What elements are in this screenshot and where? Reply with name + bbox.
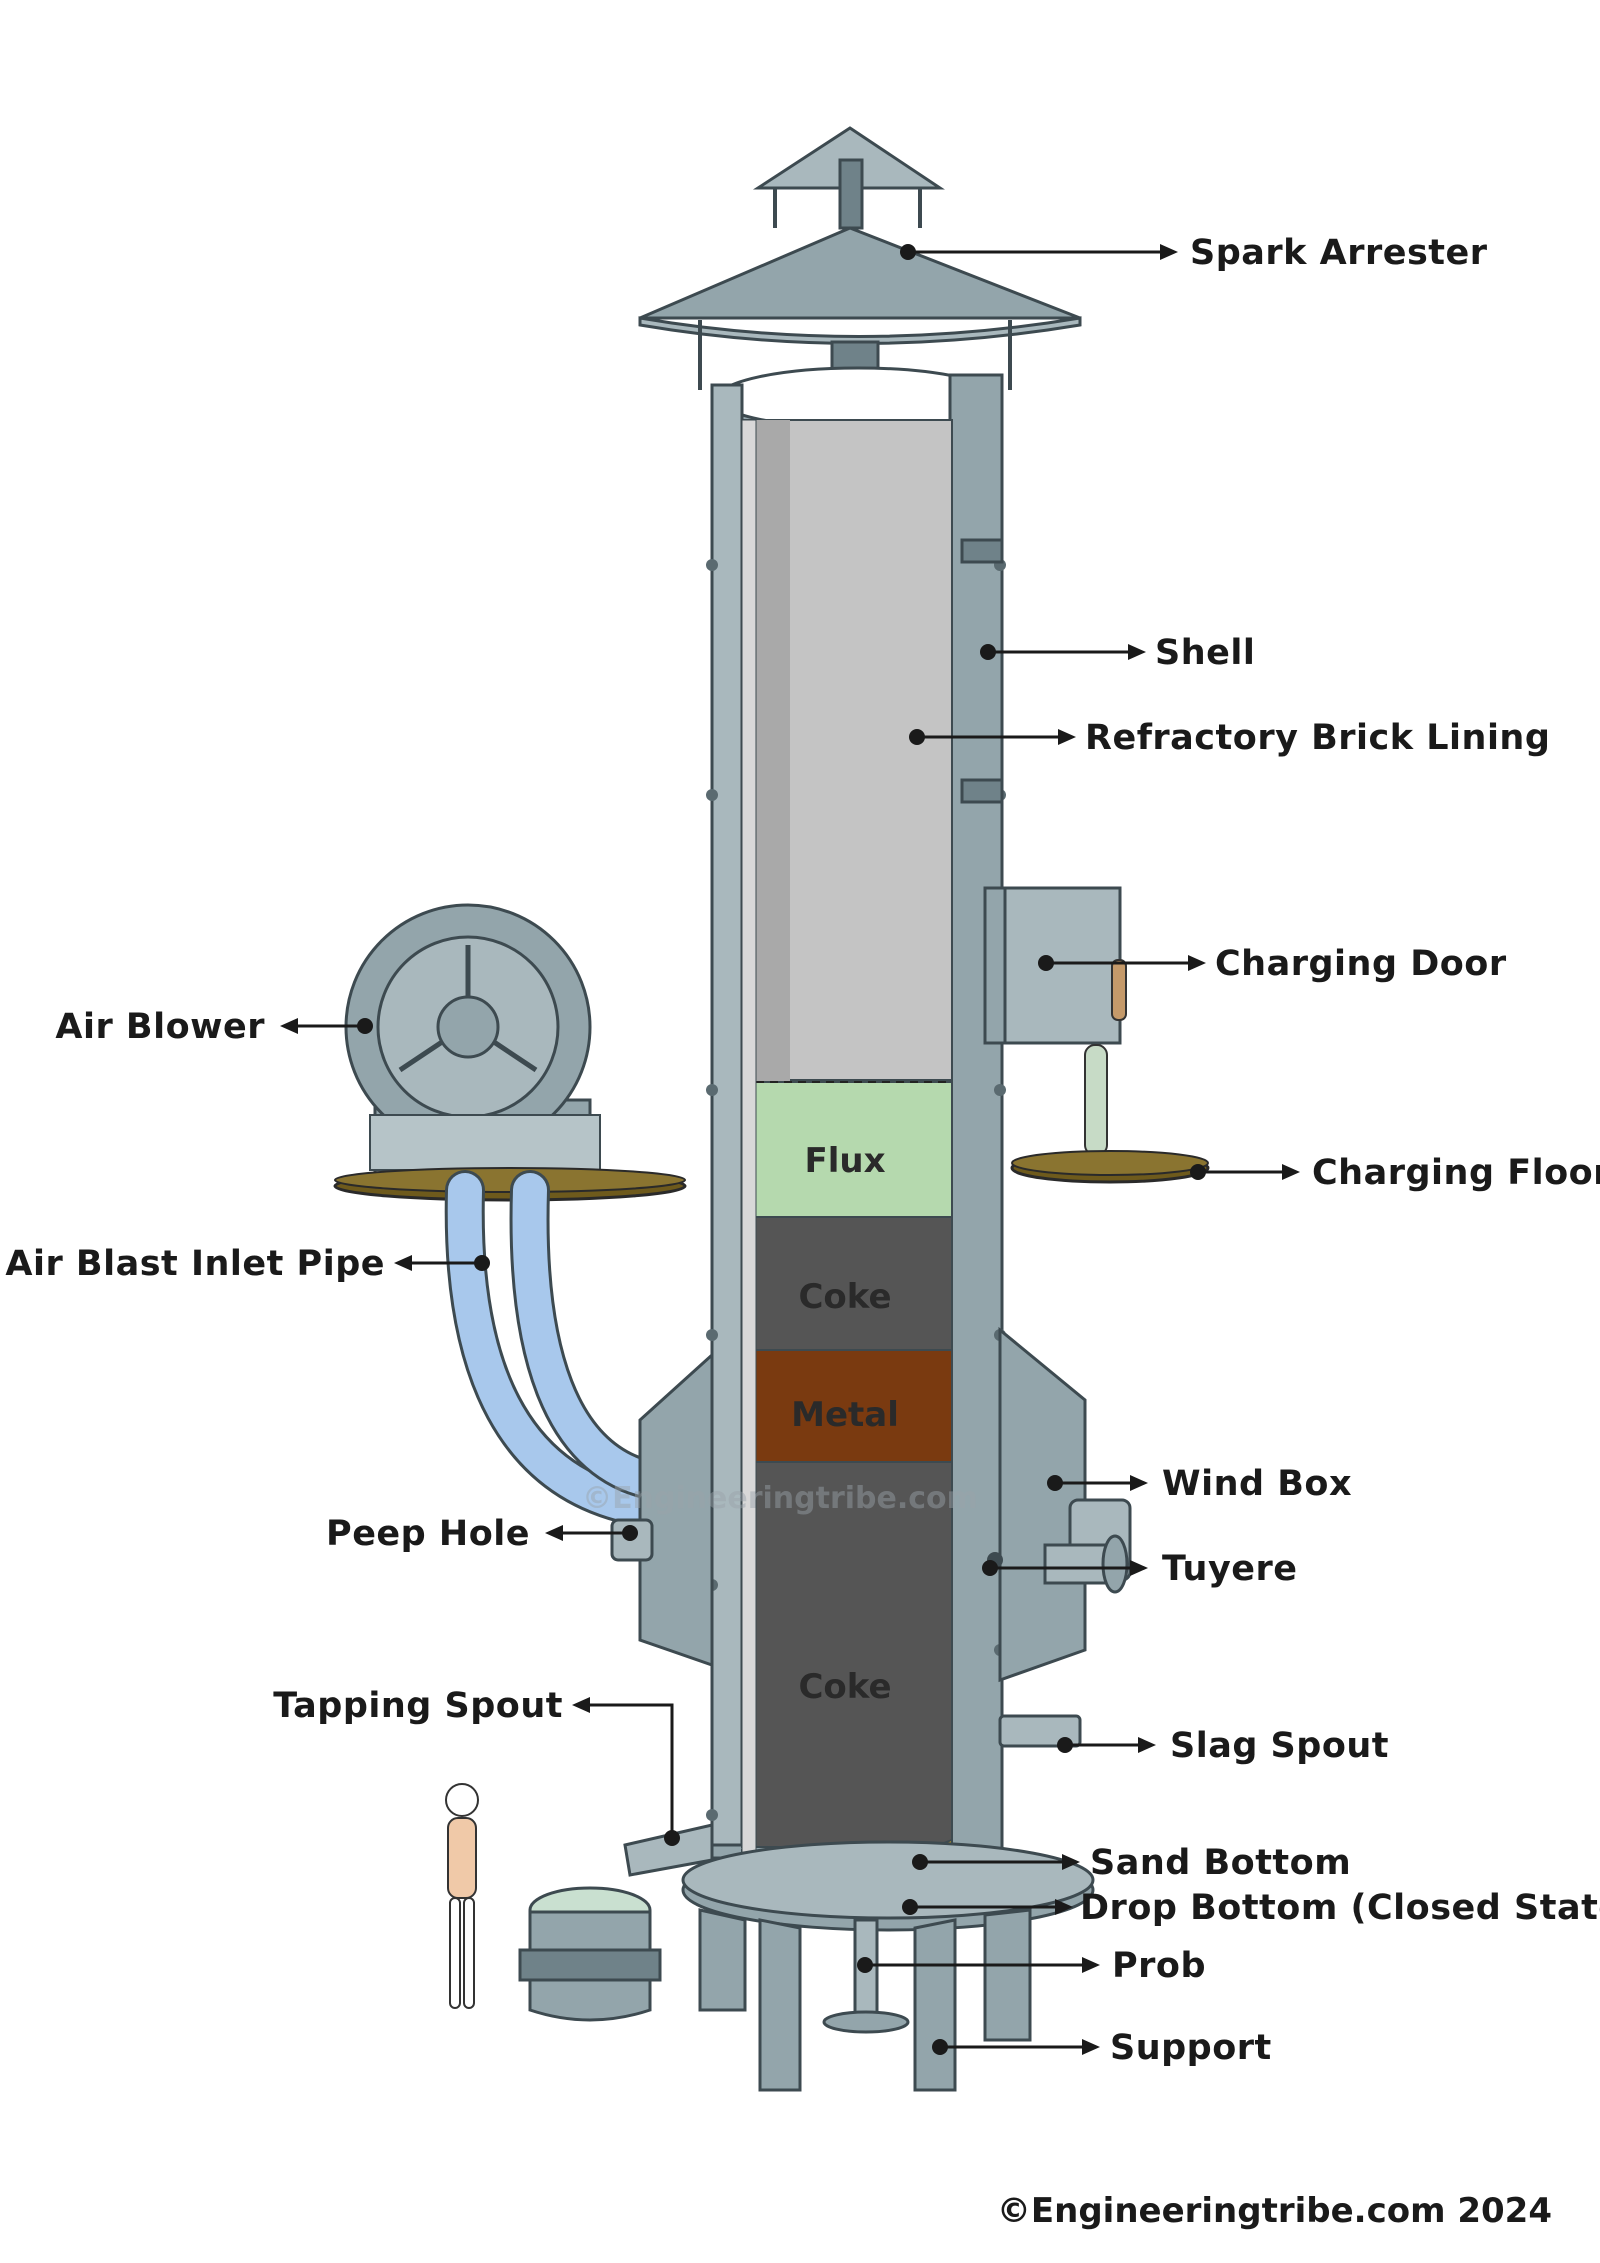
label-tapping-spout: Tapping Spout [273,1686,563,1726]
tuyere [1043,1534,1129,1594]
label-wind-box: Wind Box [1162,1464,1352,1504]
label-charging-floor: Charging Floor [1312,1153,1600,1193]
layer-label-coke-upper: Coke [798,1277,891,1317]
label-drop-bottom: Drop Bottom (Closed State) [1080,1888,1600,1928]
label-charging-door: Charging Door [1215,944,1507,984]
label-slag-spout: Slag Spout [1170,1726,1389,1766]
flux-layer [741,1081,953,1218]
label-sand-bottom: Sand Bottom [1090,1843,1351,1883]
coke-layer-lower [741,1461,953,1848]
layer-label-flux: Flux [804,1141,885,1181]
label-shell: Shell [1155,633,1255,673]
label-support: Support [1110,2028,1272,2068]
metal-layer [741,1349,953,1463]
ladle [518,1886,662,2022]
label-prob: Prob [1112,1946,1206,1986]
label-spark-arrester: Spark Arrester [1190,233,1488,273]
layer-label-coke-lower: Coke [798,1667,891,1707]
label-air-blast-inlet-pipe: Air Blast Inlet Pipe [5,1244,385,1284]
label-refractory-brick-lining: Refractory Brick Lining [1085,718,1550,758]
copyright-text: ©Engineeringtribe.com 2024 [997,2191,1552,2231]
worker-on-floor [1084,959,1127,1156]
blower-platform [333,1167,687,1202]
charging-floor [1010,1150,1210,1184]
furnace-shell [706,366,1006,1895]
label-peep-hole: Peep Hole [326,1514,530,1554]
layer-label-metal: Metal [791,1395,899,1435]
label-air-blower: Air Blower [55,1007,265,1047]
slag-spout [998,1714,1082,1748]
supports [698,1908,1032,2092]
prob [822,1918,910,2034]
leader-lines [280,244,1300,2055]
human-figure [445,1783,479,2009]
air-blast-inlet-pipe [444,1170,670,1525]
coke-layer-upper [741,1216,953,1351]
watermark: ©Engineeringtribe.com [582,1481,978,1516]
air-blower [344,903,601,1182]
label-tuyere: Tuyere [1162,1549,1298,1589]
